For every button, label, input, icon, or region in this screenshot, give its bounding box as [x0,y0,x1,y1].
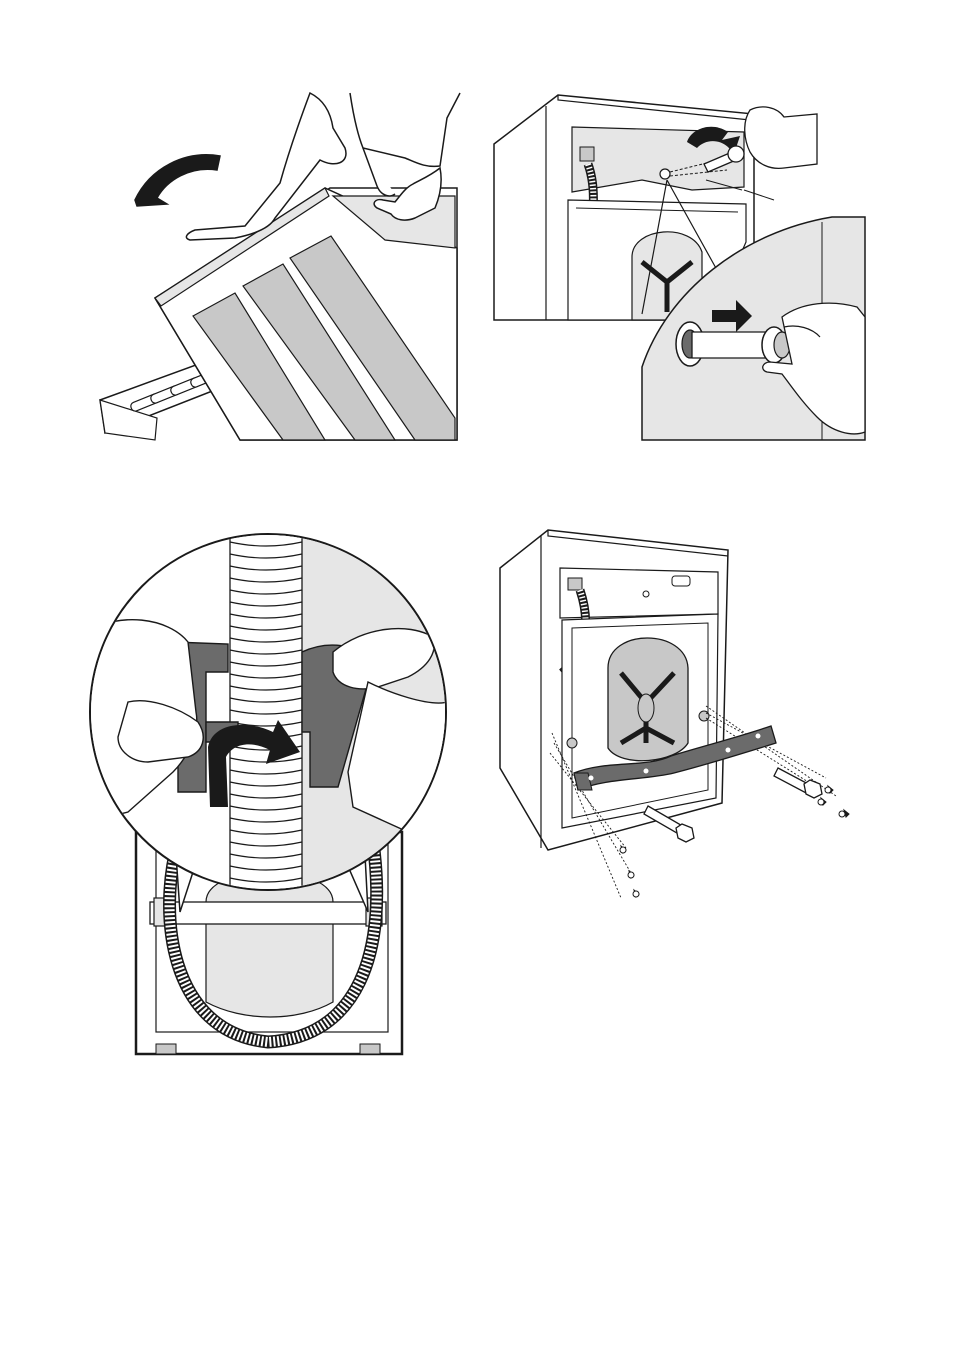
fit-bracket-drawing [496,528,860,904]
release-hose-clip-drawing [88,532,448,1057]
rotate-arrow-icon [135,155,220,206]
illustration-remove-worktop [95,88,463,444]
illustration-remove-transit-bolt [492,92,868,442]
remove-transit-bolt-drawing [492,92,868,442]
remove-worktop-drawing [95,88,463,444]
illustration-fit-bracket [496,528,860,904]
illustration-release-hose-clip [88,532,448,1057]
